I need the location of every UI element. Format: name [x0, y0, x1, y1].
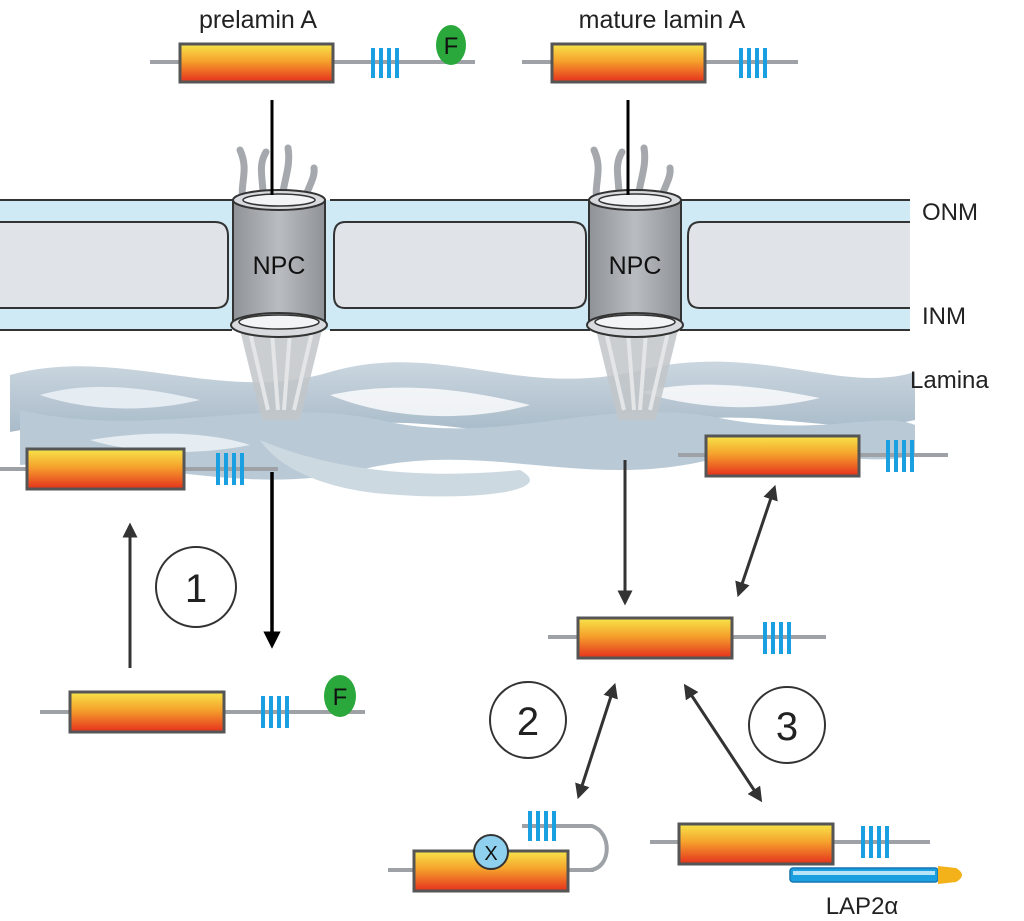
lap2a-cap-icon: [938, 866, 962, 884]
npc-top-ring-inner: [242, 193, 316, 207]
lamin-folded-x: X: [388, 811, 609, 893]
step3-circle: [748, 686, 826, 764]
tail-domain: [763, 622, 791, 654]
x-factor-icon: [473, 834, 509, 870]
lap2a-label: LAP2α: [826, 893, 899, 920]
lamina-label: Lamina: [910, 367, 989, 394]
npc-bottom-ring-inner: [594, 314, 676, 330]
tail-domain: [371, 48, 399, 78]
mature-protein-top: [522, 42, 798, 84]
farnesyl-label: F: [444, 33, 459, 60]
lamina-gap-2: [640, 384, 820, 408]
lamin-nucleoplasmic: [548, 616, 826, 660]
mature-label: mature lamin A: [579, 6, 746, 34]
lamin-left-bound: [0, 447, 278, 491]
rod-domain: [576, 616, 734, 660]
rod-domain: [677, 822, 835, 866]
lamina-highlight-2: [90, 433, 250, 452]
lap2a-highlight: [793, 871, 935, 875]
step1-label: 1: [185, 567, 207, 611]
rod-domain: [704, 434, 861, 478]
x-label: X: [484, 843, 497, 865]
npc-body: [588, 199, 682, 326]
npc-top-ring-inner: [598, 193, 672, 207]
npc-basket: [240, 330, 322, 420]
step3-label: 3: [776, 705, 798, 749]
lamina-highlight-1: [40, 386, 200, 409]
lamina-mesh: [10, 361, 915, 497]
farnesyl-icon: [324, 675, 356, 717]
lamin-right-bound: [678, 434, 948, 478]
prelamin-protein: F: [150, 25, 475, 84]
tail-fold-backbone: [522, 824, 609, 872]
npc-basket-fibrils: [248, 331, 314, 411]
farnesyl-icon: [436, 25, 466, 65]
step1-circle: [155, 546, 237, 628]
npc-label: NPC: [253, 252, 306, 280]
farnesyl-label: F: [333, 684, 348, 711]
tail-domain: [216, 453, 244, 485]
lumen-left: [0, 221, 229, 309]
rod-domain: [178, 42, 335, 84]
lumen-mid: [333, 221, 587, 309]
npc-right: NPC: [586, 144, 684, 420]
tail-domain: [261, 696, 289, 728]
rod-domain: [68, 690, 226, 734]
tail-domain: [861, 826, 889, 858]
lamina-strand-3: [260, 440, 530, 497]
tail-domain: [739, 48, 767, 78]
npc-basket-fibrils: [604, 331, 670, 411]
npc-label: NPC: [609, 252, 662, 280]
prelamin-label: prelamin A: [199, 6, 317, 34]
npc-bottom-ring-inner: [238, 314, 320, 330]
lamina-gap-1: [330, 387, 530, 417]
npc-left: NPC: [230, 144, 328, 420]
arrow-step3: [683, 683, 763, 803]
tail-domain: [886, 440, 914, 472]
inm-label: INM: [922, 303, 966, 330]
npc-basket: [596, 330, 678, 420]
nuclear-envelope: [0, 199, 910, 331]
step2-circle: [489, 681, 567, 759]
arrow-exchange-lamina: [735, 484, 778, 598]
step2-label: 2: [517, 700, 539, 744]
rod-domain: [25, 447, 186, 491]
arrow-step2: [575, 682, 618, 800]
lamin-lap2a-complex: LAP2α: [650, 822, 962, 920]
tail-domain: [528, 811, 556, 841]
lamin-bottom-left-farnesylated: F: [40, 675, 365, 734]
rod-domain: [550, 42, 707, 84]
onm-label: ONM: [922, 199, 978, 226]
lumen-right: [687, 221, 910, 309]
